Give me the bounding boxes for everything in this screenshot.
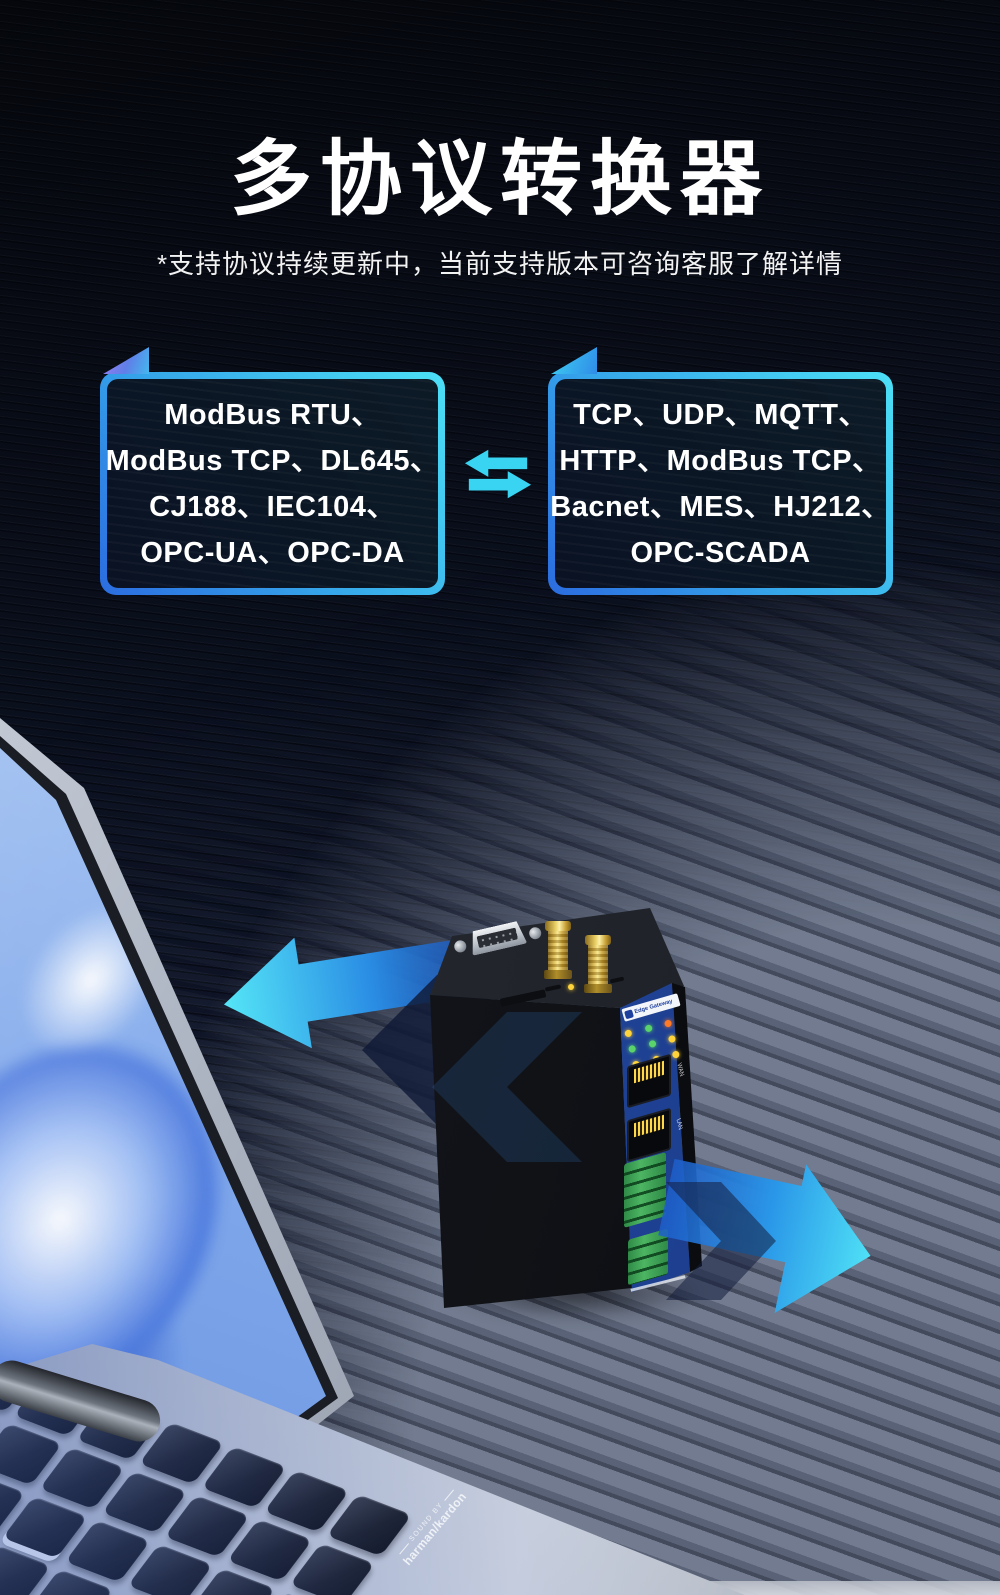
led-indicator <box>624 1029 633 1038</box>
led-indicator <box>644 1024 653 1033</box>
protocol-line: ModBus TCP、DL645、 <box>105 444 440 477</box>
led-indicator <box>627 1044 637 1054</box>
brand-logo-icon <box>623 1008 634 1019</box>
data-flow-arrow-left <box>215 911 480 1078</box>
protocol-line: TCP、UDP、MQTT、 <box>573 398 868 431</box>
status-led <box>568 984 574 990</box>
rj45-pins <box>634 1114 664 1138</box>
rj45-pins <box>634 1060 664 1084</box>
swap-arrows-icon <box>463 448 533 500</box>
protocol-box-right: TCP、UDP、MQTT、 HTTP、ModBus TCP、 Bacnet、ME… <box>548 347 893 595</box>
protocol-line: ModBus RTU、 <box>164 398 381 431</box>
protocol-line: OPC-SCADA <box>630 536 811 569</box>
protocol-line: Bacnet、MES、HJ212、 <box>550 490 891 523</box>
page-subtitle: *支持协议持续更新中，当前支持版本可咨询客服了解详情 <box>156 249 844 279</box>
protocol-box-left: ModBus RTU、 ModBus TCP、DL645、 CJ188、IEC1… <box>100 347 445 595</box>
antenna-connector-icon <box>584 935 612 993</box>
led-indicator <box>668 1034 677 1044</box>
led-indicator <box>647 1039 657 1049</box>
protocol-line: HTTP、ModBus TCP、 <box>559 444 882 477</box>
page-title: 多协议转换器 <box>229 134 770 225</box>
antenna-connector-icon <box>544 921 572 979</box>
terminal-block <box>624 1151 666 1229</box>
led-indicator <box>664 1019 673 1028</box>
protocol-line: OPC-UA、OPC-DA <box>140 536 405 569</box>
protocol-line: CJ188、IEC104、 <box>149 490 396 523</box>
